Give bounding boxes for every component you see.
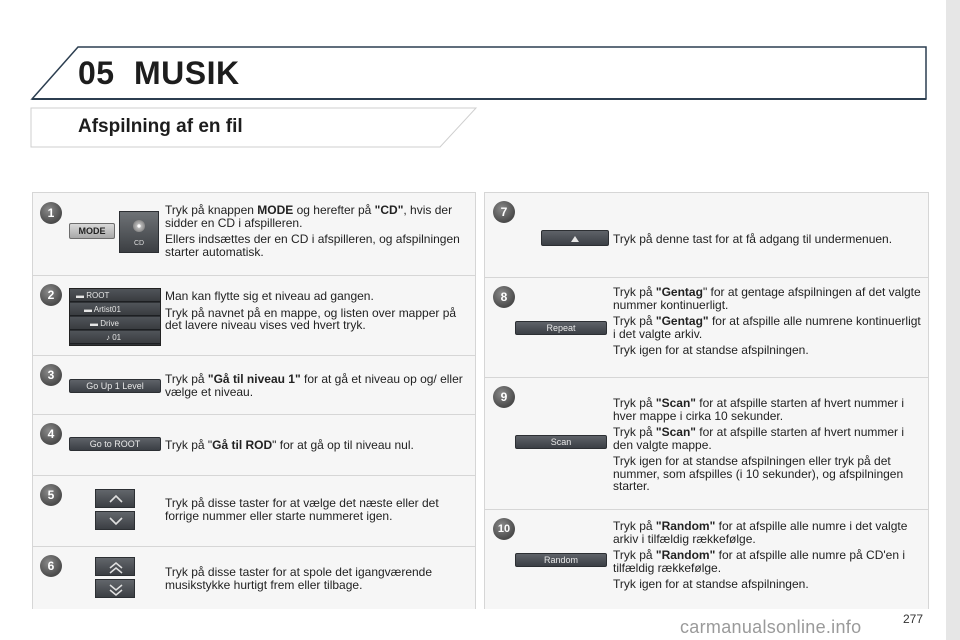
list-item[interactable]: ▬ ROOT bbox=[70, 289, 160, 302]
step-number-badge: 8 bbox=[493, 286, 515, 308]
repeat-button[interactable]: Repeat bbox=[515, 321, 607, 335]
divider bbox=[485, 277, 928, 278]
step-10-text: Tryk på "Random" for at afspille alle nu… bbox=[613, 519, 908, 591]
divider bbox=[33, 355, 475, 356]
step-number-badge: 2 bbox=[40, 284, 62, 306]
mode-button[interactable]: MODE bbox=[69, 223, 115, 239]
list-item[interactable]: ♪ 01 bbox=[70, 331, 160, 344]
step-number-badge: 9 bbox=[493, 386, 515, 408]
next-track-button[interactable] bbox=[95, 511, 135, 530]
step-number-badge: 10 bbox=[493, 518, 515, 540]
step-9: 9 Scan Tryk på "Scan" for at afspille st… bbox=[485, 378, 928, 509]
step-8-text: Tryk på "Gentag" for at gentage afspilni… bbox=[613, 285, 921, 357]
step-5: 5 Tryk på disse taster for at vælge det … bbox=[33, 476, 475, 546]
step-6-text: Tryk på disse taster for at spole det ig… bbox=[165, 565, 433, 592]
step-number-badge: 4 bbox=[40, 423, 62, 445]
double-chevron-down-icon bbox=[109, 584, 123, 596]
step-8: 8 Repeat Tryk på "Gentag" for at gentage… bbox=[485, 278, 928, 377]
divider bbox=[33, 546, 475, 547]
folder-icon: ▬ bbox=[84, 305, 92, 314]
cd-button[interactable]: CD bbox=[119, 211, 159, 253]
step-5-text: Tryk på disse taster for at vælge det næ… bbox=[165, 496, 439, 523]
right-steps-panel: 7 Tryk på denne tast for at få adgang ti… bbox=[484, 192, 929, 609]
step-4-text: Tryk på "Gå til ROD" for at gå op til ni… bbox=[165, 438, 414, 452]
divider bbox=[33, 475, 475, 476]
chevron-down-icon bbox=[109, 517, 123, 526]
divider bbox=[485, 377, 928, 378]
disc-icon bbox=[133, 220, 145, 232]
step-3: 3 Go Up 1 Level Tryk på "Gå til niveau 1… bbox=[33, 356, 475, 414]
folder-icon: ▬ bbox=[76, 291, 84, 300]
music-note-icon: ♪ bbox=[106, 333, 110, 342]
step-4: 4 Go to ROOT Tryk på "Gå til ROD" for at… bbox=[33, 415, 475, 475]
submenu-button[interactable] bbox=[541, 230, 609, 246]
fast-rewind-button[interactable] bbox=[95, 557, 135, 576]
folder-icon: ▬ bbox=[90, 319, 98, 328]
chevron-up-icon bbox=[109, 494, 123, 503]
step-6: 6 Tryk på disse taster for at spole det … bbox=[33, 547, 475, 609]
list-item[interactable]: ▬ Drive bbox=[70, 317, 160, 330]
step-3-text: Tryk på "Gå til niveau 1" for at gå et n… bbox=[165, 372, 463, 399]
previous-track-button[interactable] bbox=[95, 489, 135, 508]
step-number-badge: 6 bbox=[40, 555, 62, 577]
step-1-text: Tryk på knappen MODE og herefter på "CD"… bbox=[165, 203, 460, 259]
section-title: Afspilning af en fil bbox=[78, 116, 243, 137]
chapter-number: 05 bbox=[78, 55, 115, 91]
step-10: 10 Random Tryk på "Random" for at afspil… bbox=[485, 510, 928, 609]
fast-forward-button[interactable] bbox=[95, 579, 135, 598]
page-number: 277 bbox=[903, 612, 924, 626]
left-steps-panel: 1 MODE CD Tryk på knappen MODE og hereft… bbox=[32, 192, 476, 609]
section-title-frame bbox=[30, 104, 480, 148]
divider bbox=[33, 414, 475, 415]
step-9-text: Tryk på "Scan" for at afspille starten a… bbox=[613, 396, 905, 493]
step-number-badge: 3 bbox=[40, 364, 62, 386]
step-number-badge: 1 bbox=[40, 202, 62, 224]
page-edge-strip bbox=[946, 0, 960, 640]
step-2: 2 ▬ ROOT ▬ Artist01 ▬ Drive ♪ 01 Man kan… bbox=[33, 276, 475, 355]
scan-button[interactable]: Scan bbox=[515, 435, 607, 449]
go-up-one-level-button[interactable]: Go Up 1 Level bbox=[69, 379, 161, 393]
go-to-root-button[interactable]: Go to ROOT bbox=[69, 437, 161, 451]
step-7-text: Tryk på denne tast for at få adgang til … bbox=[613, 232, 893, 246]
chapter-header-frame bbox=[30, 45, 928, 101]
random-button[interactable]: Random bbox=[515, 553, 607, 567]
divider bbox=[33, 275, 475, 276]
step-1: 1 MODE CD Tryk på knappen MODE og hereft… bbox=[33, 193, 475, 275]
list-item[interactable]: ▬ Artist01 bbox=[70, 303, 160, 316]
step-number-badge: 5 bbox=[40, 484, 62, 506]
triangle-up-icon bbox=[571, 236, 579, 242]
watermark-url: carmanualsonline.info bbox=[680, 617, 862, 637]
folder-list: ▬ ROOT ▬ Artist01 ▬ Drive ♪ 01 bbox=[69, 288, 161, 346]
chapter-title: MUSIK bbox=[134, 55, 240, 91]
step-7: 7 Tryk på denne tast for at få adgang ti… bbox=[485, 193, 928, 277]
divider bbox=[485, 509, 928, 510]
step-2-text: Man kan flytte sig et niveau ad gangen. … bbox=[165, 289, 457, 332]
step-number-badge: 7 bbox=[493, 201, 515, 223]
double-chevron-up-icon bbox=[109, 562, 123, 574]
